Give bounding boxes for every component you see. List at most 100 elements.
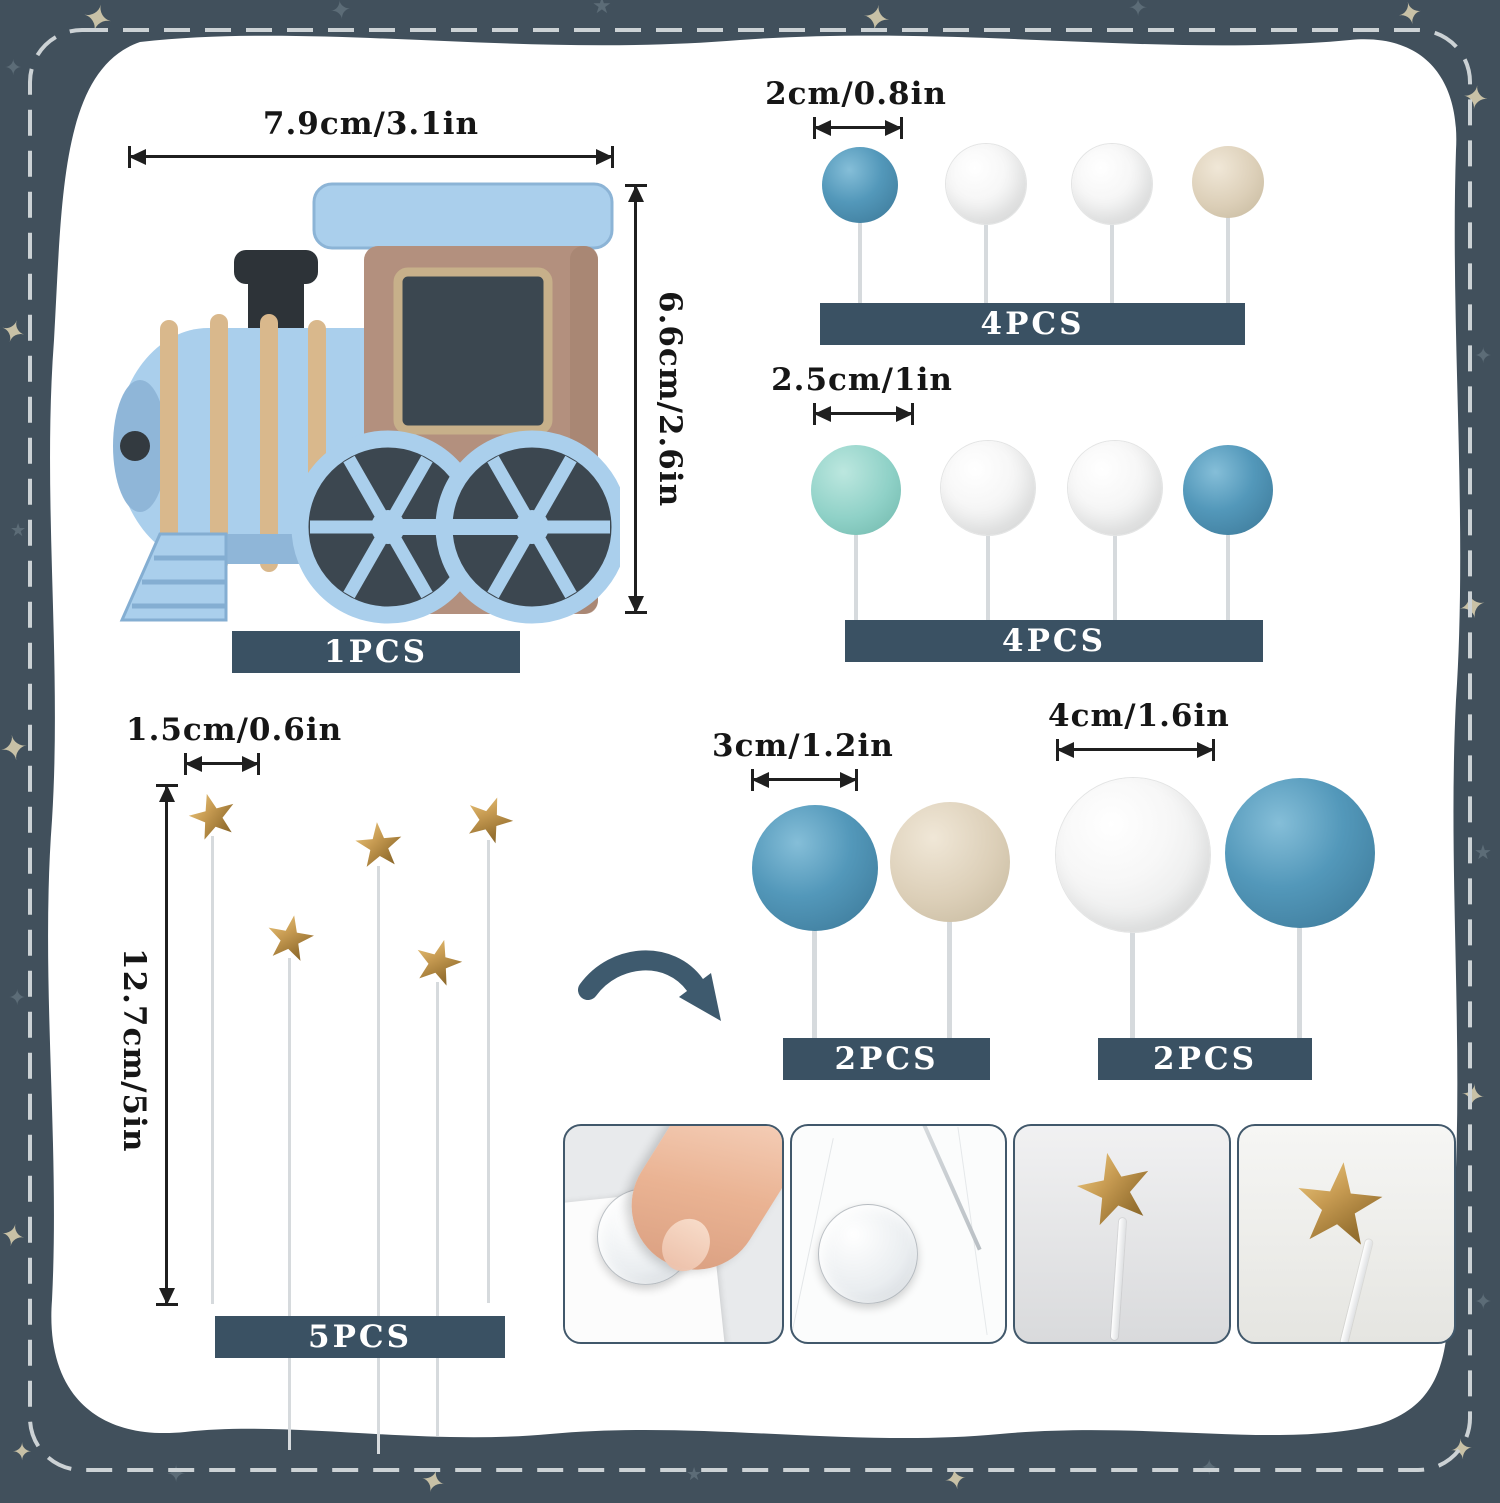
arrowhead-icon	[158, 1288, 175, 1305]
ball	[1072, 144, 1152, 224]
train-connecting-rod	[380, 519, 540, 535]
gold-star-icon	[1291, 1158, 1388, 1255]
ball-stick	[1297, 926, 1302, 1040]
tick-mark	[184, 752, 187, 775]
star-pick-stick	[487, 840, 490, 1303]
star-pick-stick	[436, 982, 439, 1436]
glue-dot	[818, 1204, 918, 1304]
photo-glue-dot-press	[563, 1124, 784, 1344]
photo-star-pick-closeup-2	[1237, 1124, 1456, 1344]
ball	[1225, 778, 1375, 928]
star-pick-stick	[1110, 1217, 1127, 1341]
star-size-label: 1.5cm/0.6in	[126, 712, 343, 748]
ball	[822, 147, 898, 223]
tick-mark	[257, 752, 260, 775]
ball	[811, 445, 901, 535]
star-size-dimension-arrow	[184, 752, 260, 775]
train-window	[393, 267, 553, 435]
arrowhead-icon	[158, 785, 175, 802]
arrowhead-icon	[242, 755, 259, 772]
star-pick-stick	[288, 958, 291, 1450]
tick-mark	[1056, 738, 1059, 761]
arrowhead-icon	[627, 185, 644, 202]
balls-2cm-count-badge: 4PCS	[820, 303, 1245, 345]
balls-3cm-size-label: 3cm/1.2in	[712, 728, 894, 764]
star-length-label: 12.7cm/5in	[116, 947, 152, 1153]
balls-4cm-count-badge: 2PCS	[1098, 1038, 1312, 1080]
tick-mark	[813, 116, 816, 139]
ball-stick	[854, 532, 858, 622]
background-star-icon: ✦	[1474, 1290, 1493, 1315]
star-pick-stick	[211, 836, 214, 1304]
photo-star-pick-closeup-1	[1013, 1124, 1231, 1344]
ball-stick	[1113, 532, 1117, 622]
ball-stick	[986, 532, 990, 622]
arrowhead-icon	[129, 148, 146, 165]
background-star-icon: ★	[686, 1464, 703, 1485]
background-star-icon: ★	[10, 520, 27, 541]
train-count-badge: 1PCS	[232, 631, 520, 673]
tick-mark	[900, 116, 903, 139]
ball-stick	[1110, 222, 1114, 305]
ball	[1068, 441, 1162, 535]
stitch-border	[28, 28, 1472, 1472]
arrowhead-icon	[752, 771, 769, 788]
background-star-icon: ✦	[12, 1438, 33, 1466]
ball-stick	[858, 220, 862, 305]
arrowhead-icon	[1197, 741, 1214, 758]
balls-2cm-size-label: 2cm/0.8in	[765, 76, 947, 112]
arrowhead-icon	[1057, 741, 1074, 758]
tick-mark	[624, 611, 647, 614]
ball-stick	[1226, 532, 1230, 622]
tick-mark	[155, 784, 178, 787]
ball-stick	[1226, 216, 1230, 305]
balls-2cm-dimension-arrow	[813, 116, 903, 139]
balls-2-5cm-size-label: 2.5cm/1in	[771, 362, 953, 398]
tick-mark	[855, 768, 858, 791]
star-length-dimension-arrow	[155, 784, 178, 1306]
arrowhead-icon	[885, 119, 902, 136]
curved-arrow-icon	[578, 950, 721, 1021]
ball-stick	[947, 920, 952, 1040]
train-width-dimension-arrow	[128, 145, 614, 168]
balls-4cm-size-label: 4cm/1.6in	[1048, 698, 1230, 734]
tick-mark	[611, 145, 614, 168]
ball	[941, 441, 1035, 535]
background-star-icon: ★	[1474, 840, 1492, 864]
ball	[946, 144, 1026, 224]
background-star-icon: ✦	[8, 986, 27, 1011]
background-star-icon: ✦	[4, 56, 23, 81]
gold-star-icon	[1070, 1145, 1160, 1235]
train-height-dimension-arrow	[624, 184, 647, 614]
tick-mark	[624, 184, 647, 187]
train-topper-illustration	[113, 182, 620, 624]
train-cab-roof	[312, 182, 614, 250]
arrowhead-icon	[814, 119, 831, 136]
ball	[1056, 778, 1210, 932]
star-pick-stick	[377, 866, 380, 1454]
train-height-label: 6.6cm/2.6in	[652, 290, 688, 508]
arrowhead-icon	[185, 755, 202, 772]
star-count-badge: 5PCS	[215, 1316, 505, 1358]
ball	[1183, 445, 1273, 535]
balls-4cm-dimension-arrow	[1056, 738, 1215, 761]
ball	[1192, 146, 1264, 218]
balls-2-5cm-dimension-arrow	[813, 402, 914, 425]
star-pick-stick	[1340, 1238, 1373, 1342]
tick-mark	[1212, 738, 1215, 761]
ball-stick	[984, 222, 988, 305]
tick-mark	[813, 402, 816, 425]
background-star-icon: ✦	[1128, 0, 1149, 22]
tick-mark	[155, 1303, 178, 1306]
balls-3cm-count-badge: 2PCS	[783, 1038, 990, 1080]
arrowhead-icon	[840, 771, 857, 788]
ball	[890, 802, 1010, 922]
clear-stick	[920, 1126, 982, 1251]
train-chimney	[234, 250, 318, 284]
background-star-icon: ★	[592, 0, 612, 19]
tick-mark	[751, 768, 754, 791]
photo-glue-dot-stick	[790, 1124, 1007, 1344]
tick-mark	[128, 145, 131, 168]
arrowhead-icon	[596, 148, 613, 165]
